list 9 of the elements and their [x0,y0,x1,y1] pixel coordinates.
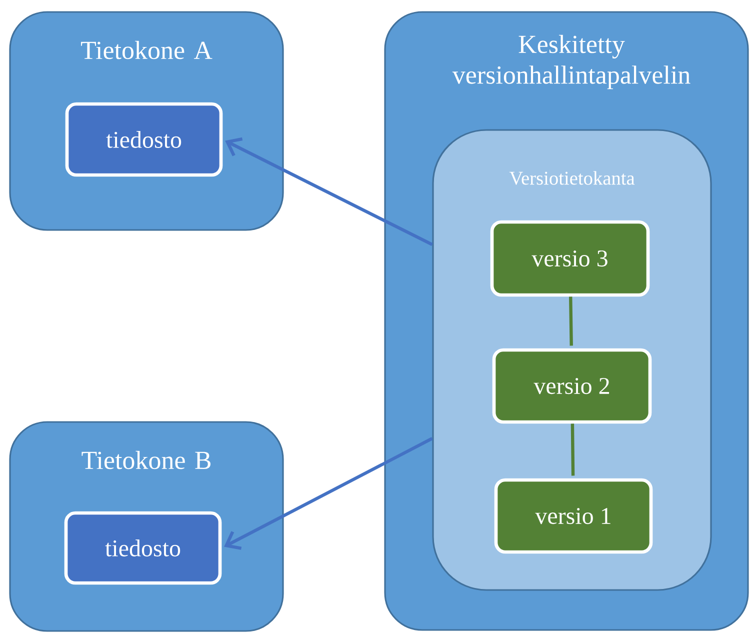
arrow [224,437,433,550]
arrow [225,137,433,246]
file-box: tiedosto [65,102,223,177]
version-box: versio 2 [492,348,652,424]
version-box: versio 3 [490,220,650,297]
version-box: versio 1 [494,478,653,554]
connector-line [570,424,575,476]
connector-line [569,296,573,346]
file-box: tiedosto [64,511,222,585]
